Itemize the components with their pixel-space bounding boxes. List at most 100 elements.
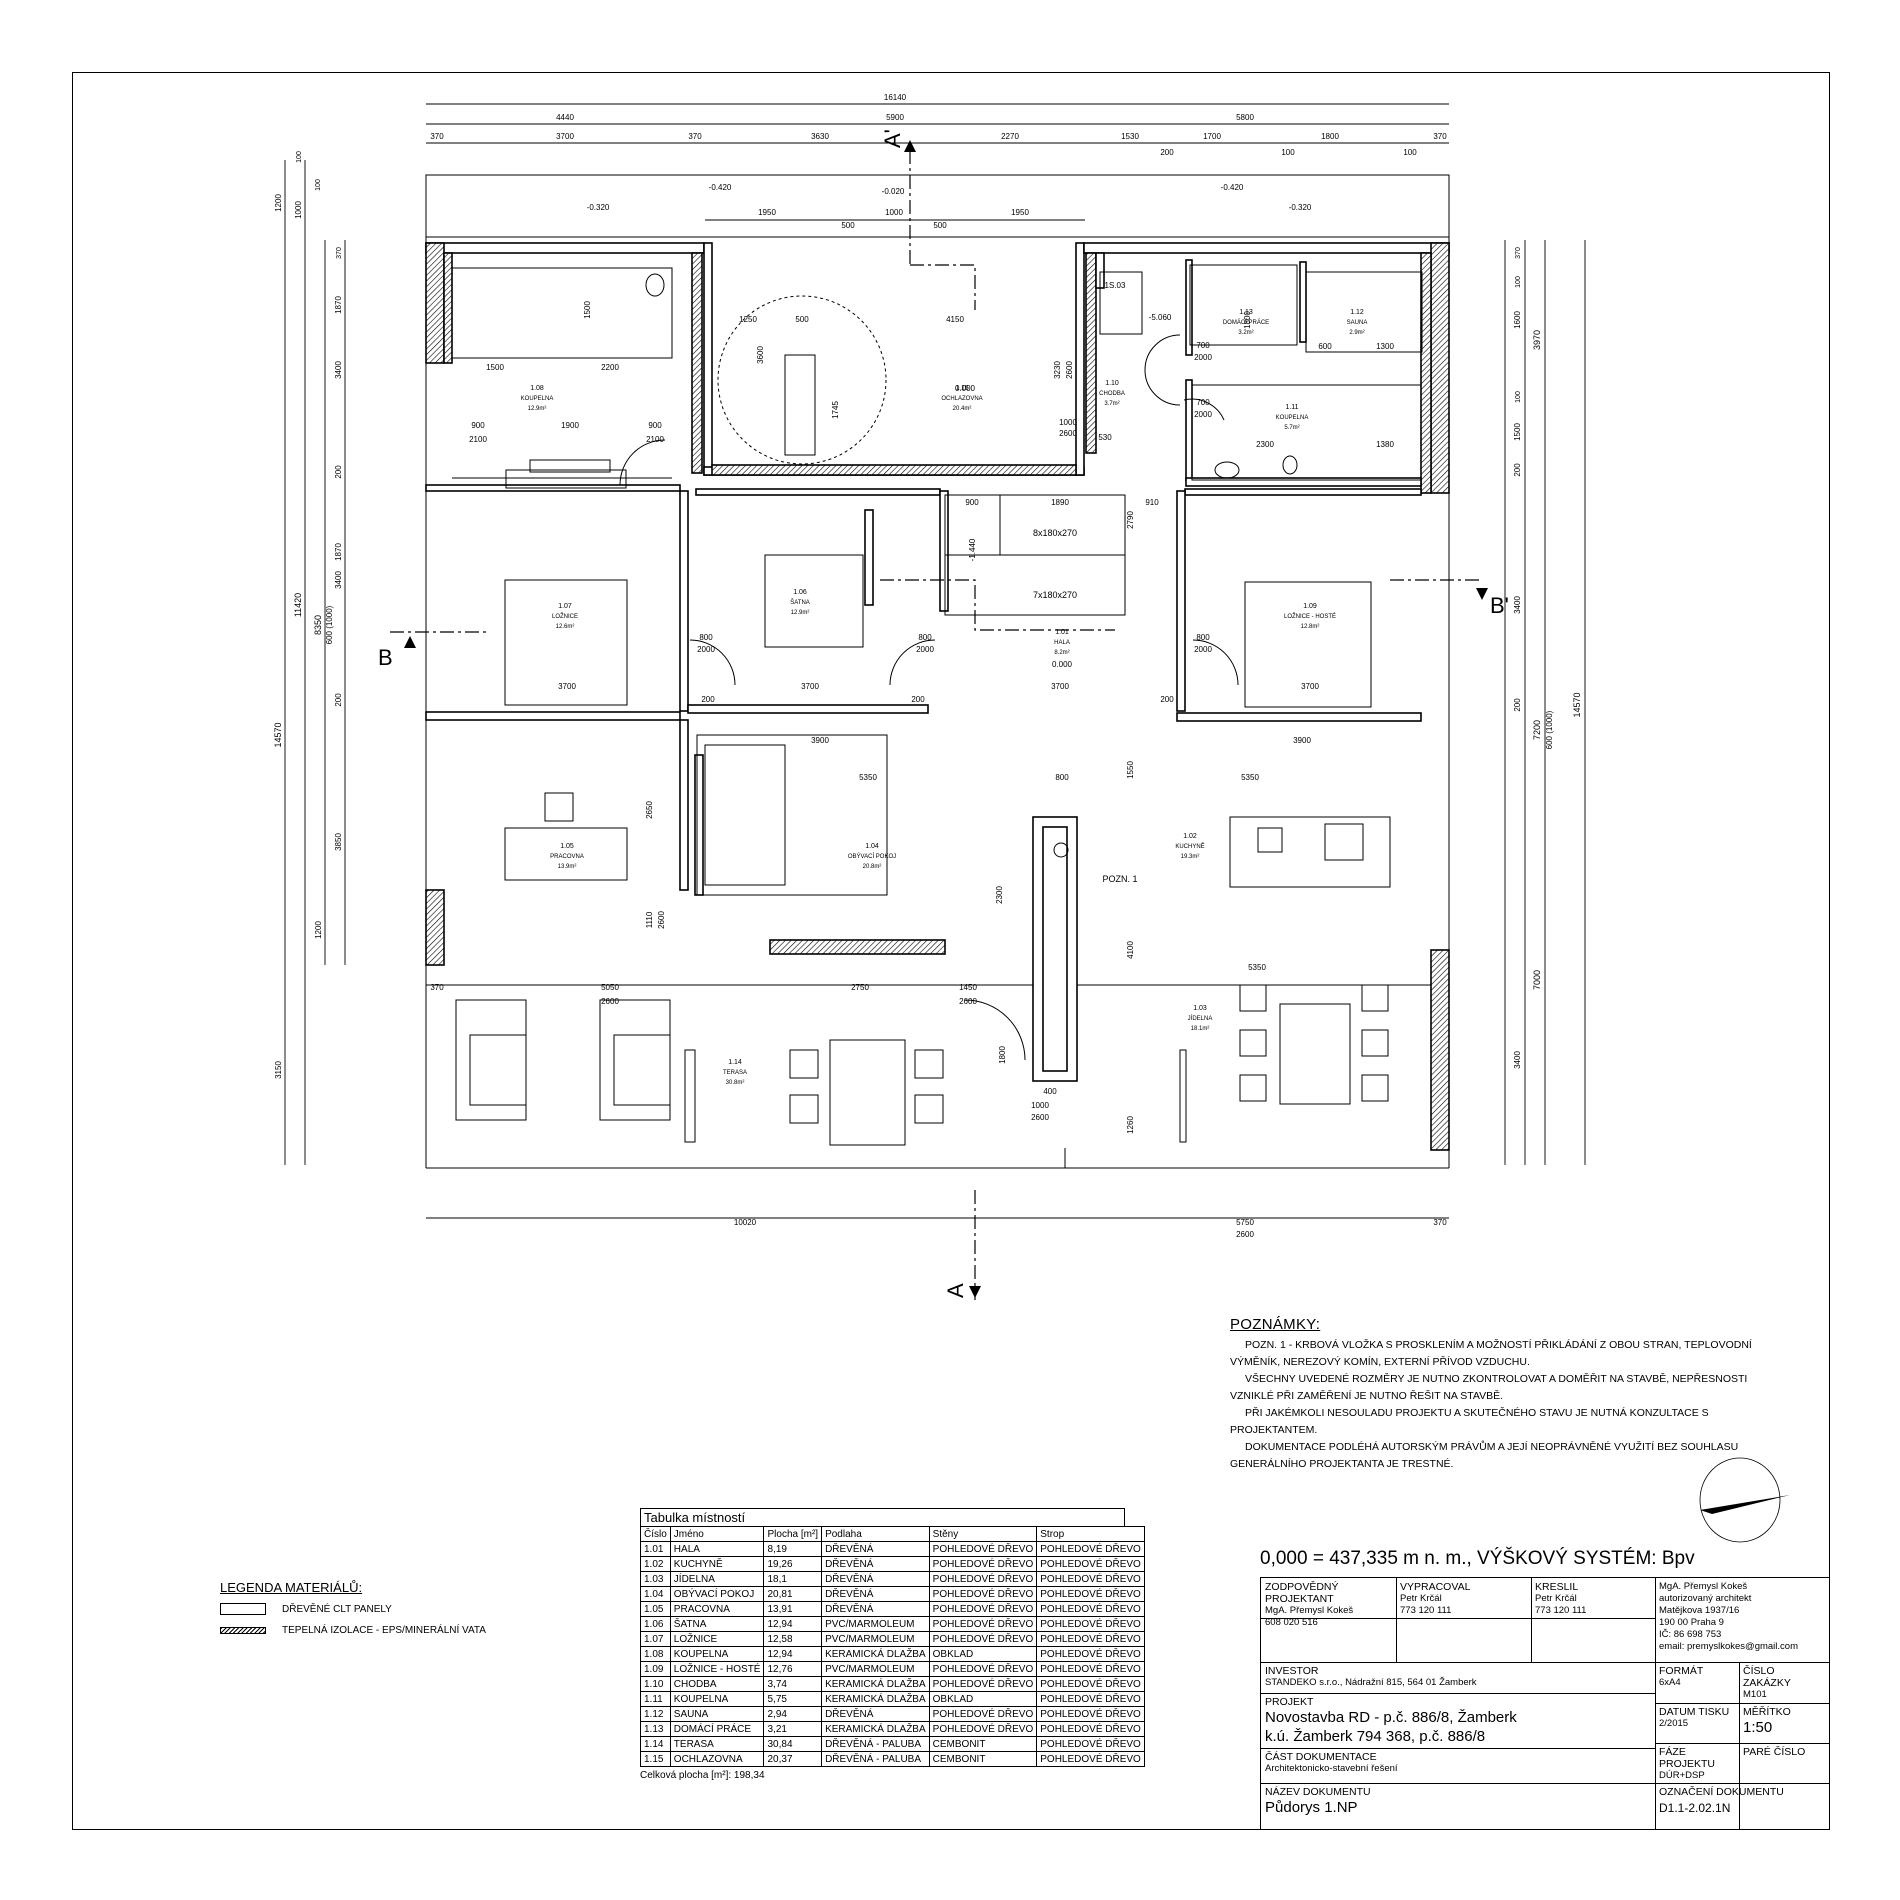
plan-label-d-200a: 200 xyxy=(1160,148,1174,157)
plan-label-i370d: 370 xyxy=(430,983,444,992)
plan-label-lv-1440: -1.440 xyxy=(968,538,977,561)
plan-label-r1600: 1600 xyxy=(1513,311,1522,329)
plan-label-i1000b: 1000 xyxy=(1031,1101,1049,1110)
table-cell: KERAMICKÁ DLAŽBA xyxy=(821,1646,930,1662)
table-cell: 1.15 xyxy=(640,1751,671,1767)
plan-label-i1500b: 1500 xyxy=(486,363,504,372)
plan-label-i3700d: 3700 xyxy=(1301,682,1319,691)
plan-label-i900b: 900 xyxy=(648,421,662,430)
plan-label-st2: 7x180x270 xyxy=(1033,590,1077,600)
plan-label-i2600b: 2600 xyxy=(1059,429,1077,438)
table-cell: 1.02 xyxy=(640,1556,671,1572)
table-cell: 18,1 xyxy=(763,1571,823,1587)
plan-label-d-1950a: 1950 xyxy=(758,208,776,217)
table-cell: POHLEDOVÉ DŘEVO xyxy=(928,1706,1038,1722)
plan-label-l3150: 3150 xyxy=(274,1061,283,1079)
table-cell: DŘEVĚNÁ xyxy=(821,1571,930,1587)
table-cell: 20,81 xyxy=(763,1586,823,1602)
plan-label-i2000e: 2000 xyxy=(1194,410,1212,419)
table-cell: 1.06 xyxy=(640,1616,671,1632)
legend-row-clt: DŘEVĚNÉ CLT PANELY xyxy=(220,1603,486,1615)
plan-label-i1550: 1550 xyxy=(1126,761,1135,779)
table-cell: 1.10 xyxy=(640,1676,671,1692)
plan-label-i800c: 800 xyxy=(1196,633,1210,642)
table-cell: DŘEVĚNÁ xyxy=(821,1556,930,1572)
plan-label-i5350b: 5350 xyxy=(1241,773,1259,782)
table-cell: POHLEDOVÉ DŘEVO xyxy=(1036,1676,1145,1692)
plan-label-r101l: 0.000 xyxy=(1052,660,1073,669)
plan-label-l14570: 14570 xyxy=(273,722,283,747)
plan-label-i3700a: 3700 xyxy=(558,682,576,691)
plan-label-r103: 1.03 xyxy=(1193,1005,1207,1012)
plan-label-d-100a: 100 xyxy=(1281,148,1295,157)
plan-label-lv-1: -0.320 xyxy=(587,203,610,212)
plan-label-r101: 1.01 xyxy=(1055,629,1069,636)
plan-label-i1300: 1300 xyxy=(1376,342,1394,351)
table-cell: KERAMICKÁ DLAŽBA xyxy=(821,1721,930,1737)
table-cell: PVC/MARMOLEUM xyxy=(821,1661,930,1677)
section-arrows xyxy=(404,140,1488,1298)
plan-label-r108: 1.08 xyxy=(530,385,544,392)
plan-label-r7000: 7000 xyxy=(1532,970,1542,990)
plan-label-i1800: 1800 xyxy=(998,1046,1007,1064)
plan-label-r111: 1.11 xyxy=(1285,404,1298,411)
plan-label-lv-4: -0.420 xyxy=(1221,183,1244,192)
table-cell: 1.03 xyxy=(640,1571,671,1587)
plan-label-i400: 400 xyxy=(1043,1087,1057,1096)
section-lines xyxy=(390,150,1480,1300)
plan-label-r114n: TERASA xyxy=(723,1070,747,1076)
plan-label-i3600: 3600 xyxy=(756,346,765,364)
table-cell: 1.04 xyxy=(640,1586,671,1602)
table-cell: POHLEDOVÉ DŘEVO xyxy=(1036,1571,1145,1587)
plan-label-d-370b: 370 xyxy=(688,132,702,141)
table-cell: POHLEDOVÉ DŘEVO xyxy=(928,1661,1038,1677)
plan-label-r103a: 18.1m² xyxy=(1191,1026,1210,1032)
plan-label-i3900a: 3900 xyxy=(811,736,829,745)
plan-label-r7200: 7200 xyxy=(1532,720,1542,740)
plan-label-r110n: CHODBA xyxy=(1099,391,1125,397)
table-cell: 2,94 xyxy=(763,1706,823,1722)
table-cell: 19,26 xyxy=(763,1556,823,1572)
table-cell: KERAMICKÁ DLAŽBA xyxy=(821,1676,930,1692)
plan-label-l1870a: 1870 xyxy=(334,296,343,314)
table-cell: POHLEDOVÉ DŘEVO xyxy=(928,1616,1038,1632)
plan-label-r109n: LOŽNICE - HOSTÉ xyxy=(1284,612,1336,620)
plan-label-i2200: 2200 xyxy=(601,363,619,372)
plan-label-b2600: 2600 xyxy=(1236,1230,1254,1239)
table-cell: POHLEDOVÉ DŘEVO xyxy=(928,1571,1038,1587)
clt-swatch-icon xyxy=(220,1603,266,1615)
table-cell: LOŽNICE xyxy=(669,1631,765,1647)
table-cell: KOUPELNA xyxy=(669,1646,765,1662)
print-date: DATUM TISKU 2/2015 xyxy=(1659,1706,1730,1729)
plan-label-i3700b: 3700 xyxy=(801,682,819,691)
plan-label-r112n: SAUNA xyxy=(1347,320,1368,326)
table-cell: CHODBA xyxy=(669,1676,765,1692)
plan-label-r114a: 30.8m² xyxy=(726,1080,745,1086)
plan-label-r109a: 12.8m² xyxy=(1301,624,1320,630)
plan-label-r112a: 2.9m² xyxy=(1349,330,1364,336)
table-cell: POHLEDOVÉ DŘEVO xyxy=(1036,1736,1145,1752)
notes-title: POZNÁMKY: xyxy=(1230,1316,1321,1333)
plan-label-r370: 370 xyxy=(1515,247,1522,259)
table-cell: 1.13 xyxy=(640,1721,671,1737)
plan-label-i1450: 1450 xyxy=(959,983,977,992)
table-cell: 1.07 xyxy=(640,1631,671,1647)
table-cell: POHLEDOVÉ DŘEVO xyxy=(1036,1601,1145,1617)
plan-label-r106a: 12.9m² xyxy=(791,610,810,616)
table-cell: OCHLAZOVNA xyxy=(669,1751,765,1767)
table-cell: POHLEDOVÉ DŘEVO xyxy=(1036,1751,1145,1767)
plan-label-d-1800a: 1800 xyxy=(1321,132,1339,141)
plan-label-d-500b: 500 xyxy=(933,221,947,230)
plan-label-i800a: 800 xyxy=(699,633,713,642)
drawing-sheet-border xyxy=(72,72,1830,1830)
table-cell: 1.01 xyxy=(640,1541,671,1557)
plan-label-i2650: 2650 xyxy=(645,801,654,819)
legend-title: LEGENDA MATERIÁLŮ: xyxy=(220,1580,363,1595)
plan-label-r107a: 12.6m² xyxy=(556,624,575,630)
elevation-datum: 0,000 = 437,335 m n. m., VÝŠKOVÝ SYSTÉM:… xyxy=(1260,1548,1695,1569)
